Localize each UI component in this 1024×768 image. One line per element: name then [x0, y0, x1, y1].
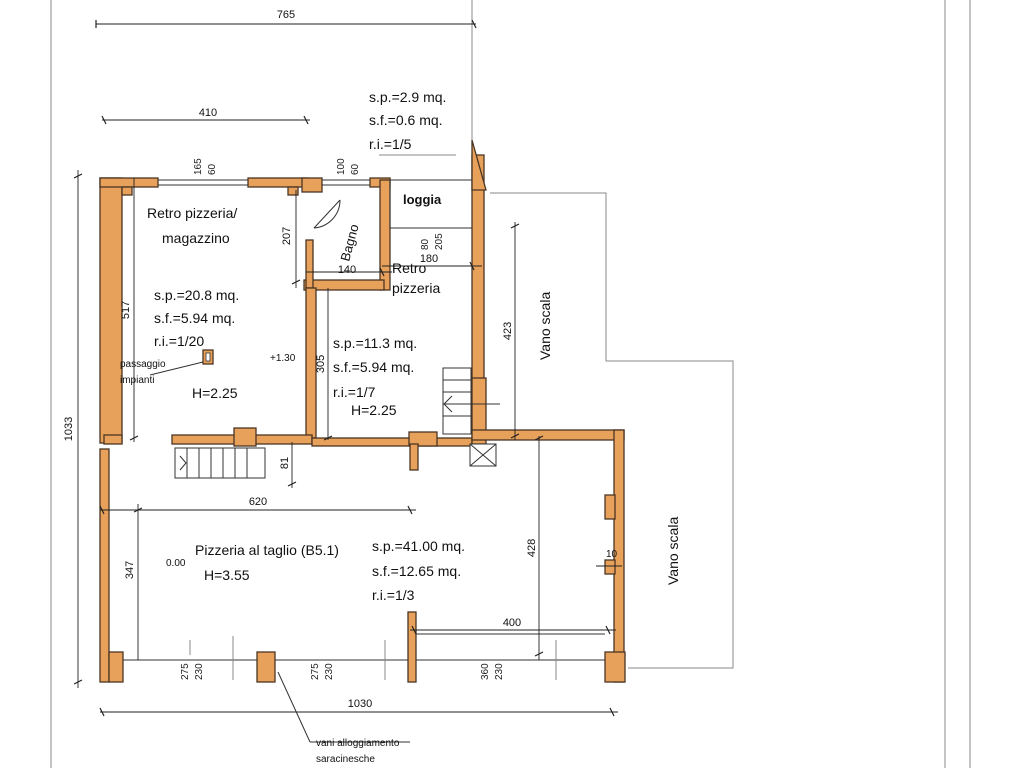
- dim-400: 400: [503, 617, 521, 629]
- outline-lines: [50, 0, 971, 768]
- dim-347: 347: [124, 561, 136, 579]
- interior-lines: [123, 179, 605, 680]
- dim-1030: 1030: [348, 698, 372, 710]
- stairs-corridor: [442, 367, 500, 435]
- walls: [99, 139, 626, 683]
- dim-305: 305: [315, 355, 327, 373]
- retro-pizzeria-sf: s.f.=5.94 mq.: [333, 359, 414, 375]
- passaggio-label-1: passaggio: [120, 359, 166, 370]
- window-dim-360: 360: [480, 663, 491, 680]
- window-dim-80: 80: [420, 238, 431, 250]
- dimension-lines: [73, 19, 622, 743]
- room-loggia-info: s.p.=2.9 mq. s.f.=0.6 mq. r.i.=1/5 loggi…: [369, 89, 446, 207]
- passaggio-label-2: impianti: [120, 375, 154, 386]
- dim-81: 81: [279, 457, 291, 469]
- retro-magazzino-sp: s.p.=20.8 mq.: [154, 287, 239, 303]
- window-dim-275-a: 275: [180, 663, 191, 680]
- retro-pizzeria-sp: s.p.=11.3 mq.: [333, 335, 417, 351]
- dim-180: 180: [420, 253, 438, 265]
- retro-magazzino-ri: r.i.=1/20: [154, 333, 204, 349]
- level-upper: +1.30: [270, 353, 296, 364]
- room-pizzeria: Pizzeria al taglio (B5.1) H=3.55 s.p.=41…: [195, 538, 465, 603]
- dim-423: 423: [502, 322, 514, 340]
- bagno-label: Bagno: [337, 223, 361, 263]
- pizzeria-ri: r.i.=1/3: [372, 587, 415, 603]
- retro-pizzeria-name-2: pizzeria: [392, 280, 440, 296]
- window-dim-205: 205: [434, 233, 445, 250]
- pizzeria-h: H=3.55: [204, 567, 250, 583]
- dim-428: 428: [526, 539, 538, 557]
- window-dim-100: 100: [336, 158, 347, 175]
- loggia-sf: s.f.=0.6 mq.: [369, 112, 443, 128]
- loggia-ri: r.i.=1/5: [369, 136, 412, 152]
- pizzeria-sf: s.f.=12.65 mq.: [372, 563, 461, 579]
- window-dim-275-b: 275: [310, 663, 321, 680]
- passaggio-impianti-box: [149, 349, 214, 376]
- stairs-lower-left: [174, 447, 266, 479]
- dim-1033: 1033: [63, 417, 75, 441]
- vano-scala-lower: Vano scala: [665, 517, 681, 585]
- window-dim-230-c: 230: [494, 663, 505, 680]
- saracinesche-label-2: saracinesche: [316, 754, 375, 765]
- shaft-box: [469, 443, 497, 467]
- room-retro-magazzino: Retro pizzeria/ magazzino s.p.=20.8 mq. …: [147, 205, 239, 401]
- dim-10: 10: [606, 549, 618, 560]
- dim-410: 410: [199, 107, 217, 119]
- dim-765: 765: [277, 9, 295, 21]
- pizzeria-sp: s.p.=41.00 mq.: [372, 538, 465, 554]
- dim-140: 140: [338, 264, 356, 276]
- room-retro-pizzeria: Retro pizzeria s.p.=11.3 mq. s.f.=5.94 m…: [333, 260, 440, 418]
- retro-pizzeria-h: H=2.25: [351, 402, 397, 418]
- retro-magazzino-name-1: Retro pizzeria/: [147, 205, 237, 221]
- window-dim-230-a: 230: [194, 663, 205, 680]
- dim-207: 207: [281, 227, 293, 245]
- window-dim-60-b: 60: [350, 163, 361, 175]
- window-dim-230-b: 230: [324, 663, 335, 680]
- dim-620: 620: [249, 496, 267, 508]
- window-dim-60-a: 60: [207, 163, 218, 175]
- vano-scala-upper: Vano scala: [537, 292, 553, 360]
- window-dim-165: 165: [193, 158, 204, 175]
- retro-pizzeria-name-1: Retro: [392, 260, 426, 276]
- retro-pizzeria-ri: r.i.=1/7: [333, 384, 376, 400]
- loggia-sp: s.p.=2.9 mq.: [369, 89, 446, 105]
- dim-517: 517: [120, 301, 132, 319]
- saracinesche-label-1: vani alloggiamento: [316, 738, 400, 749]
- loggia-label: loggia: [403, 192, 442, 207]
- retro-magazzino-name-2: magazzino: [162, 230, 230, 246]
- retro-magazzino-sf: s.f.=5.94 mq.: [154, 310, 235, 326]
- retro-magazzino-h: H=2.25: [192, 385, 238, 401]
- pizzeria-name: Pizzeria al taglio (B5.1): [195, 542, 339, 558]
- level-ground: 0.00: [166, 558, 186, 569]
